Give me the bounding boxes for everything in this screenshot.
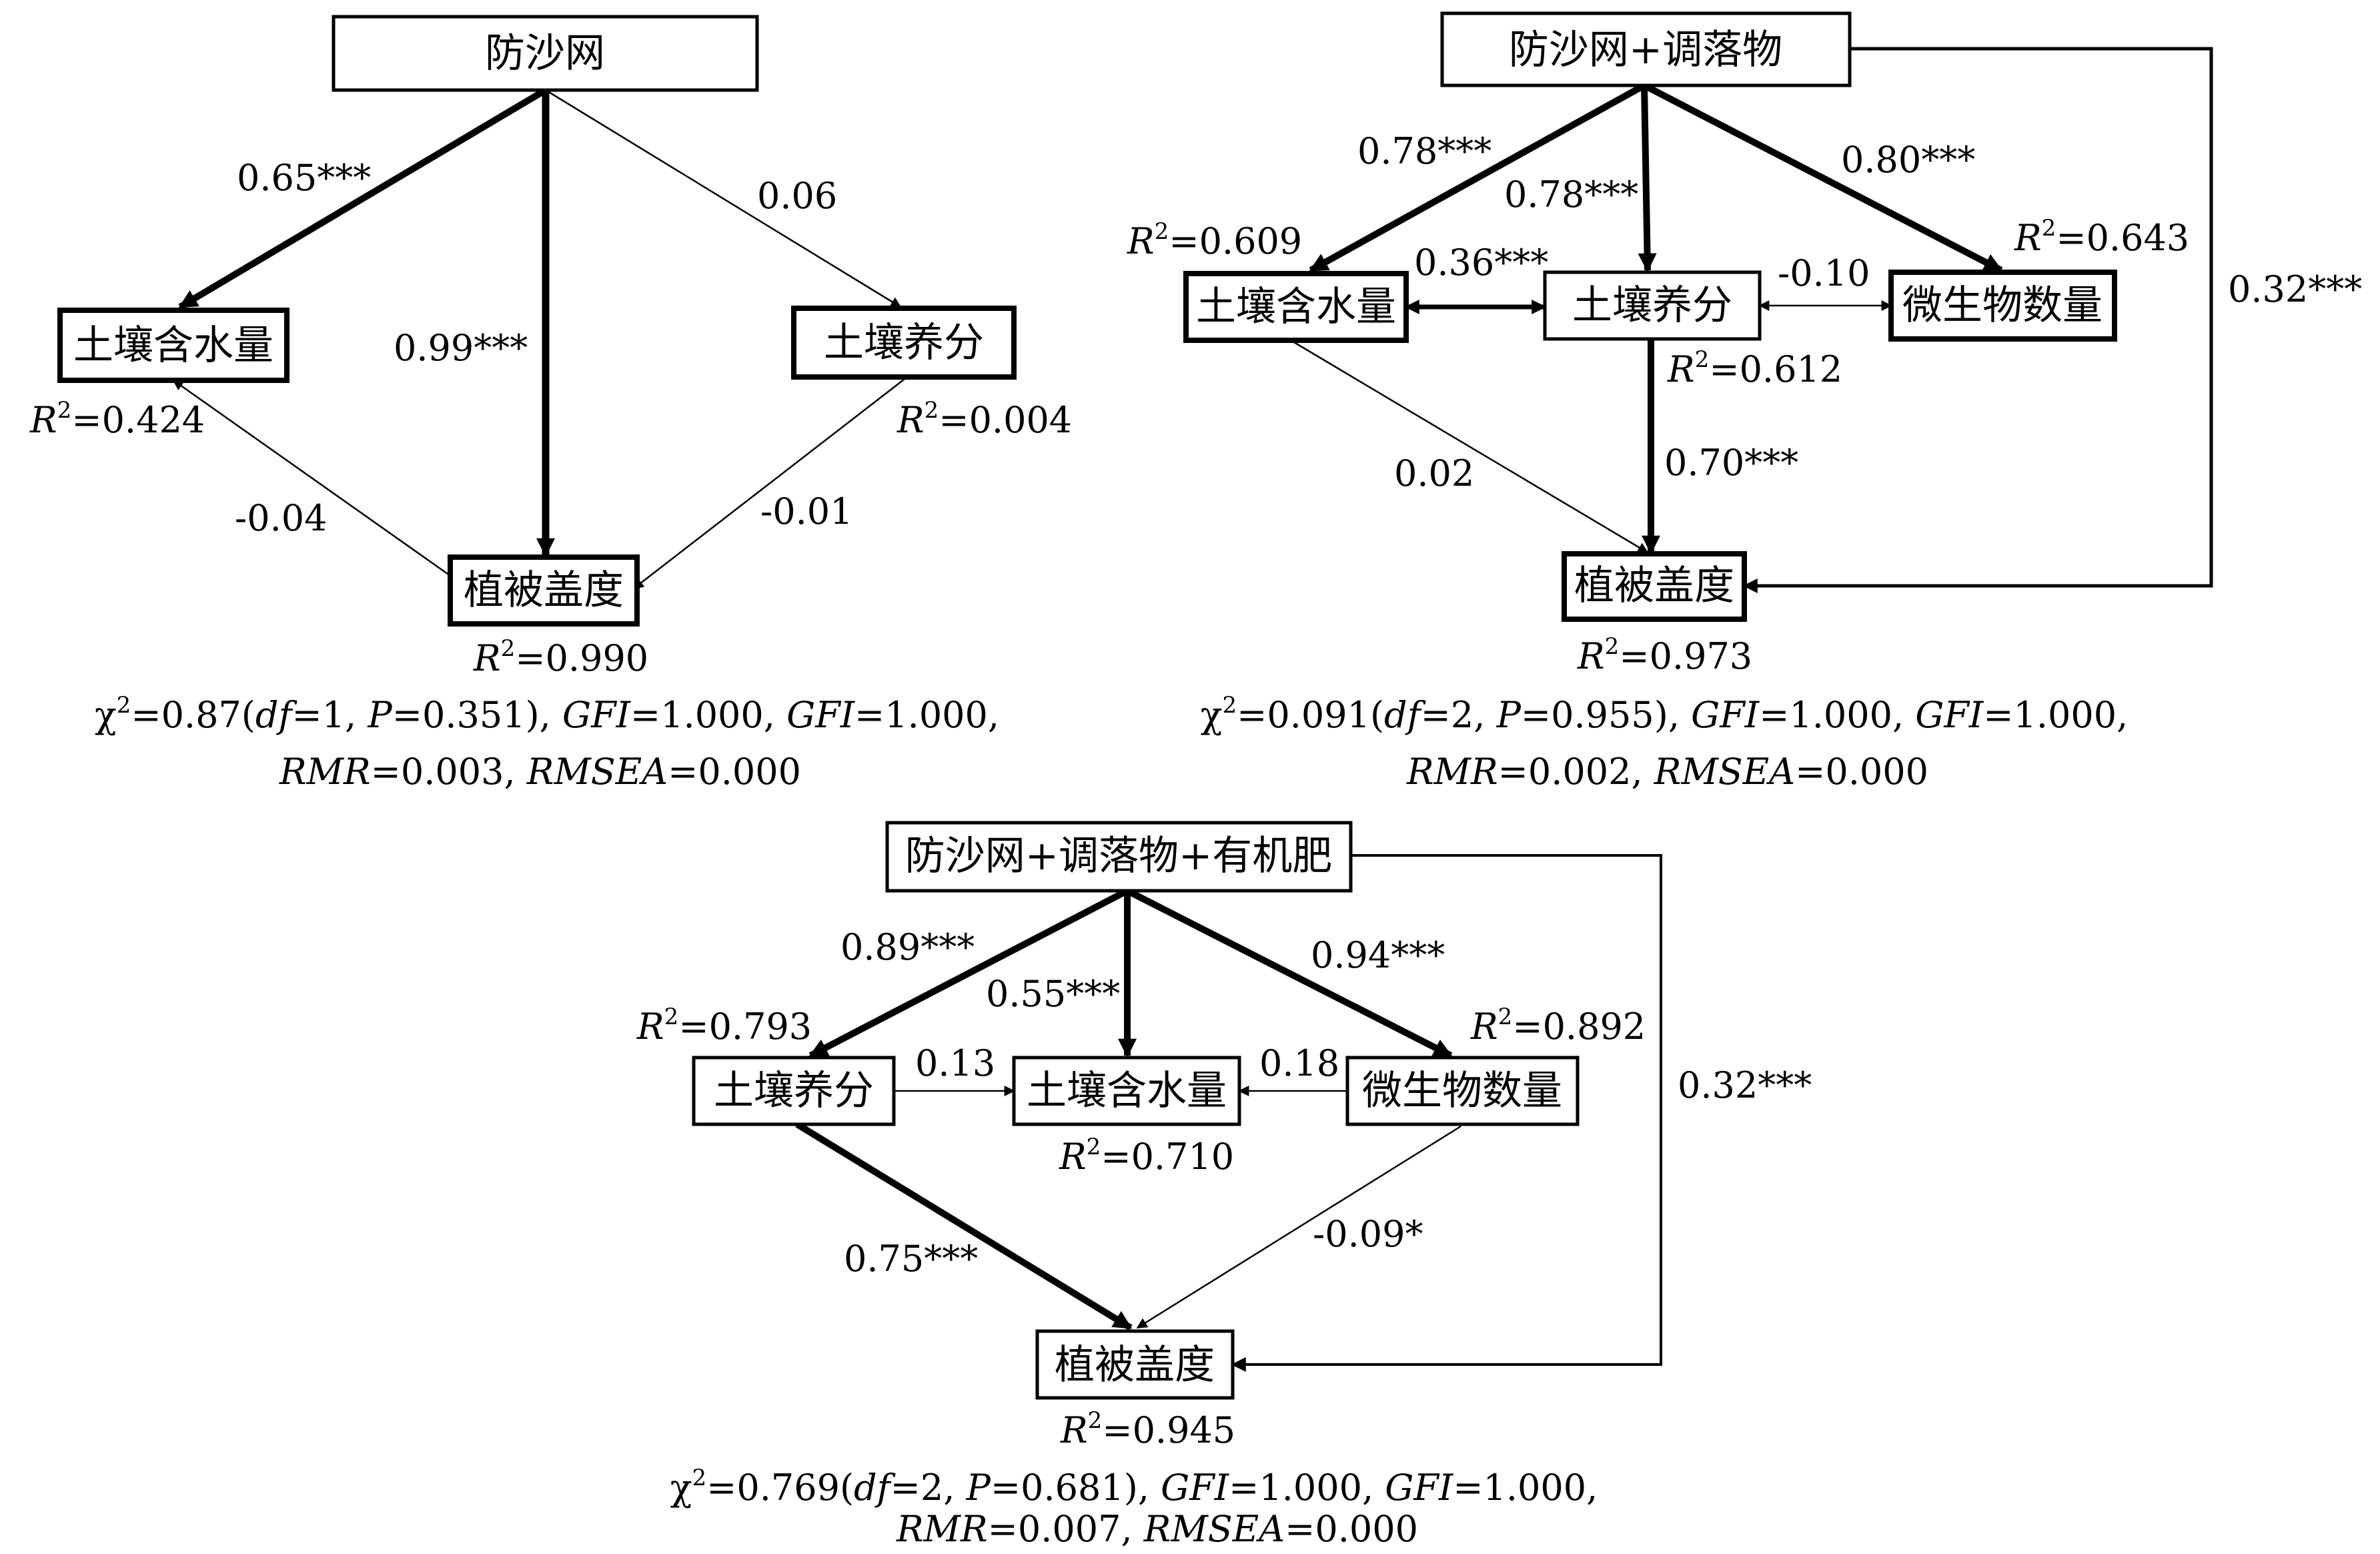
panel-sand-fence-litter-manure: 防沙网+调落物+有机肥 土壤养分 土壤含水量 微生物数量 植被盖度 0.89**… bbox=[636, 821, 1812, 1550]
r2-microbe: R2=0.643 bbox=[2014, 215, 2189, 259]
node-soil-moisture: 土壤含水量 bbox=[1183, 271, 1409, 343]
path-label-moisture-to-vegetation: 0.02 bbox=[1394, 452, 1474, 494]
node-soil-nutrient: 土壤养分 bbox=[1543, 270, 1762, 341]
node-treatment-label: 防沙网 bbox=[485, 30, 605, 77]
node-soil-nutrient: 土壤养分 bbox=[692, 1056, 896, 1126]
r2-soil-nutrient: R2=0.004 bbox=[897, 397, 1072, 441]
r2-vegetation: R2=0.973 bbox=[1577, 633, 1752, 677]
fit-line-1: χ2=0.87(df=1, P=0.351), GFI=1.000, GFI=1… bbox=[95, 692, 999, 736]
r2-soil-nutrient: R2=0.612 bbox=[1667, 346, 1842, 390]
path-label-nutrient-to-vegetation: -0.01 bbox=[760, 490, 852, 532]
node-vegetation: 植被盖度 bbox=[1035, 1329, 1235, 1400]
path-label-treat-to-vegetation: 0.99*** bbox=[394, 327, 528, 369]
node-microbe-label: 微生物数量 bbox=[1362, 1068, 1562, 1114]
path-treat-to-nutrient bbox=[1638, 85, 1657, 272]
path-label-treat-to-moisture: 0.78*** bbox=[1357, 130, 1492, 172]
r2-vegetation: R2=0.990 bbox=[473, 635, 648, 679]
path-label-nutrient-to-vegetation: 0.70*** bbox=[1664, 442, 1798, 484]
path-label-treat-to-vegetation: 0.32*** bbox=[1678, 1064, 1812, 1106]
node-treatment-label: 防沙网+调落物+有机肥 bbox=[905, 833, 1333, 879]
path-treat-to-moisture bbox=[1309, 82, 1646, 274]
path-treat-to-vegetation bbox=[1231, 854, 1662, 1372]
node-soil-moisture: 土壤含水量 bbox=[57, 308, 289, 383]
path-label-treat-to-nutrient: 0.06 bbox=[757, 175, 837, 217]
node-microbe-label: 微生物数量 bbox=[1902, 282, 2103, 329]
r2-microbe: R2=0.892 bbox=[1470, 1004, 1646, 1048]
path-label-treat-to-moisture: 0.55*** bbox=[986, 973, 1120, 1015]
node-soil-nutrient-label: 土壤养分 bbox=[1572, 282, 1732, 329]
path-label-treat-to-microbe: 0.94*** bbox=[1311, 934, 1445, 976]
path-label-moisture-vegetation: -0.04 bbox=[235, 497, 327, 539]
path-microbe-to-vegetation bbox=[1136, 1125, 1461, 1329]
path-label-treat-to-moisture: 0.65*** bbox=[237, 157, 371, 199]
node-vegetation-label: 植被盖度 bbox=[1055, 1342, 1215, 1389]
path-treat-to-nutrient bbox=[808, 887, 1129, 1059]
r2-soil-moisture: R2=0.424 bbox=[29, 397, 205, 441]
path-treat-to-microbe bbox=[1642, 82, 2003, 274]
path-nutrient-to-vegetation bbox=[632, 376, 908, 589]
node-treatment: 防沙网 bbox=[332, 15, 759, 92]
panel-sand-fence: 防沙网 土壤含水量 土壤养分 植被盖度 0.65*** 0.99*** 0.06… bbox=[29, 15, 1072, 793]
path-label-treat-to-microbe: 0.80*** bbox=[1841, 139, 1975, 181]
node-microbe: 微生物数量 bbox=[1345, 1056, 1580, 1126]
path-label-treat-to-nutrient: 0.89*** bbox=[840, 926, 975, 968]
path-label-microbe-to-moisture: 0.18 bbox=[1259, 1042, 1339, 1084]
node-vegetation-label: 植被盖度 bbox=[1574, 562, 1734, 609]
node-vegetation: 植被盖度 bbox=[1562, 551, 1747, 622]
path-label-treat-to-nutrient: 0.78*** bbox=[1504, 173, 1638, 216]
node-soil-moisture-label: 土壤含水量 bbox=[73, 322, 273, 369]
fit-line-2: RMR=0.003, RMSEA=0.000 bbox=[279, 751, 801, 793]
node-microbe: 微生物数量 bbox=[1888, 270, 2117, 342]
path-nutrient-to-vegetation bbox=[795, 1121, 1133, 1331]
path-moisture-vegetation bbox=[172, 379, 460, 583]
node-treatment-label: 防沙网+调落物 bbox=[1509, 27, 1782, 73]
r2-soil-nutrient: R2=0.793 bbox=[636, 1004, 812, 1048]
path-treat-to-vegetation bbox=[1742, 47, 2213, 593]
fit-line-1: χ2=0.769(df=2, P=0.681), GFI=1.000, GFI=… bbox=[670, 1465, 1598, 1509]
path-treat-to-microbe bbox=[1125, 887, 1453, 1059]
node-treatment: 防沙网+调落物 bbox=[1440, 11, 1852, 87]
node-vegetation: 植被盖度 bbox=[448, 554, 640, 627]
fit-line-2: RMR=0.002, RMSEA=0.000 bbox=[1406, 751, 1928, 793]
r2-soil-moisture: R2=0.609 bbox=[1127, 218, 1302, 262]
r2-vegetation: R2=0.945 bbox=[1060, 1407, 1235, 1451]
path-moisture-to-vegetation bbox=[1290, 339, 1649, 554]
path-label-moisture-nutrient: 0.36*** bbox=[1414, 242, 1548, 284]
path-label-nutrient-to-moisture: 0.13 bbox=[915, 1042, 995, 1084]
path-label-nutrient-microbe: -0.10 bbox=[1778, 252, 1870, 294]
node-soil-moisture: 土壤含水量 bbox=[1012, 1056, 1241, 1126]
path-label-microbe-to-vegetation: -0.09* bbox=[1313, 1213, 1423, 1255]
node-vegetation-label: 植被盖度 bbox=[464, 567, 624, 614]
node-soil-nutrient: 土壤养分 bbox=[791, 306, 1017, 380]
fit-line-2: RMR=0.007, RMSEA=0.000 bbox=[896, 1508, 1418, 1550]
r2-soil-moisture: R2=0.710 bbox=[1059, 1134, 1234, 1178]
fit-line-1: χ2=0.091(df=2, P=0.955), GFI=1.000, GFI=… bbox=[1201, 692, 2128, 736]
node-soil-moisture-label: 土壤含水量 bbox=[1196, 284, 1396, 330]
path-treat-to-moisture bbox=[178, 87, 548, 310]
node-treatment: 防沙网+调落物+有机肥 bbox=[885, 821, 1353, 893]
path-treat-to-nutrient bbox=[545, 89, 902, 308]
node-soil-nutrient-label: 土壤养分 bbox=[824, 320, 984, 366]
node-soil-nutrient-label: 土壤养分 bbox=[714, 1068, 874, 1114]
panel-sand-fence-litter: 防沙网+调落物 土壤含水量 土壤养分 微生物数量 植被盖度 0.78*** 0.… bbox=[1127, 11, 2362, 793]
path-label-treat-to-vegetation: 0.32*** bbox=[2228, 268, 2362, 310]
node-soil-moisture-label: 土壤含水量 bbox=[1027, 1068, 1227, 1114]
path-label-nutrient-to-vegetation: 0.75*** bbox=[844, 1238, 978, 1280]
